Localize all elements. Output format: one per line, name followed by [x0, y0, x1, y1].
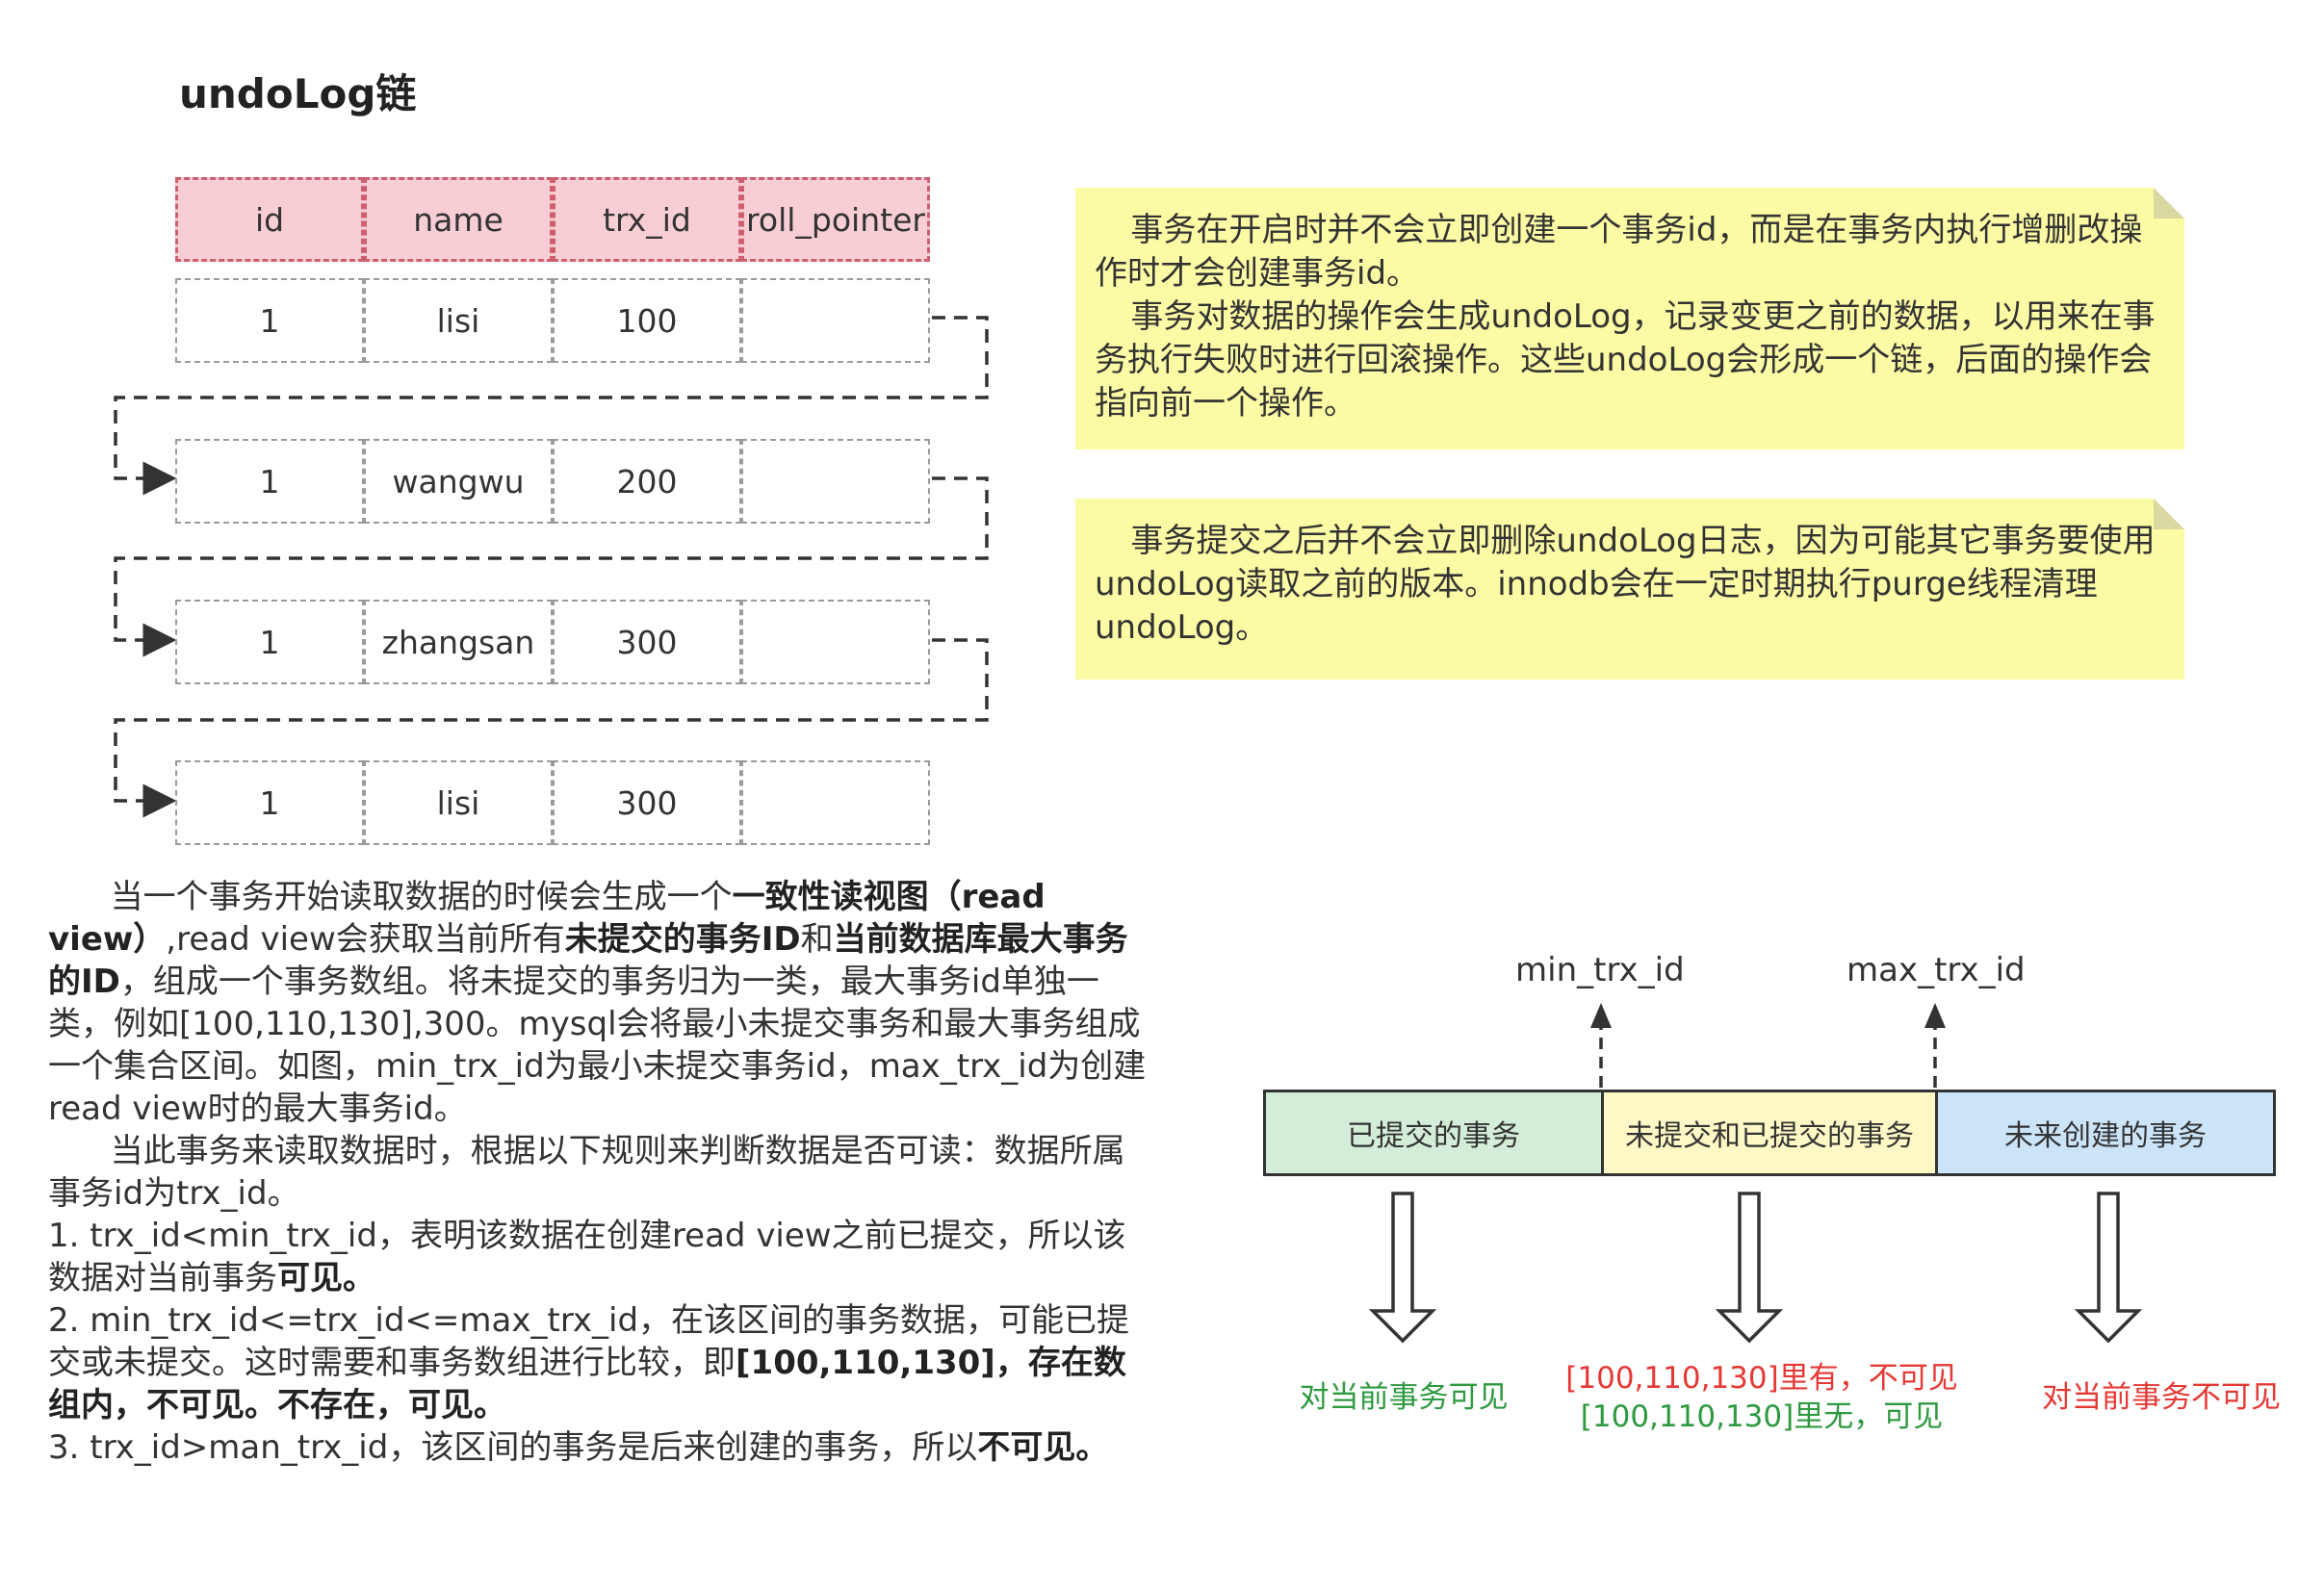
rule-bold: 不可见。 — [977, 1428, 1109, 1467]
para-rules-intro: 当此事务来读取数据时，根据以下规则来判断数据是否可读：数据所属事务id为trx_… — [48, 1132, 1125, 1213]
note-fold-corner — [2154, 499, 2184, 529]
para-text: 当一个事务开始读取数据的时候会生成一个 — [110, 878, 733, 916]
row4-name: lisi — [364, 760, 553, 845]
row3-trx-id: 300 — [553, 600, 741, 684]
segment-future: 未来创建的事务 — [1935, 1090, 2276, 1176]
rule-bold: 可见。 — [277, 1259, 375, 1297]
row4-roll-pointer — [741, 760, 930, 845]
row4-trx-id: 300 — [553, 760, 741, 845]
row1-id: 1 — [175, 278, 364, 363]
segment-committed: 已提交的事务 — [1263, 1090, 1604, 1176]
row3-id: 1 — [175, 600, 364, 684]
rule-1: 1. trx_id<min_trx_id，表明该数据在创建read view之前… — [48, 1215, 1155, 1299]
min-trx-id-label: min_trx_id — [1515, 951, 1685, 989]
down-arrow-left — [1368, 1192, 1437, 1344]
read-view-explanation: 当一个事务开始读取数据的时候会生成一个一致性读视图（read view）,rea… — [48, 876, 1155, 1469]
row1-trx-id: 100 — [553, 278, 741, 363]
header-trx-id: trx_id — [553, 177, 741, 262]
max-trx-id-label: max_trx_id — [1846, 951, 2026, 989]
segment-uncommitted-and-committed: 未提交和已提交的事务 — [1601, 1090, 1938, 1176]
row3-roll-pointer — [741, 600, 930, 684]
note-undolog-creation: 事务在开启时并不会立即创建一个事务id，而是在事务内执行增删改操作时才会创建事务… — [1075, 188, 2184, 449]
row2-roll-pointer — [741, 439, 930, 524]
para-bold: 未提交的事务ID — [564, 920, 801, 959]
chain-link-1 — [114, 316, 989, 496]
rule-text: 3. trx_id>man_trx_id，该区间的事务是后来创建的事务，所以 — [48, 1428, 978, 1467]
header-roll-pointer: roll_pointer — [741, 177, 930, 262]
para-bold: 当前数据库最大事务的ID — [48, 920, 1128, 1001]
row3-name: zhangsan — [364, 600, 553, 684]
para-bold: 一致性读视图（read view） — [48, 878, 1046, 959]
row4-id: 1 — [175, 760, 364, 845]
header-name: name — [364, 177, 553, 262]
min-pointer-head — [1590, 1003, 1612, 1028]
note-undolog-purge: 事务提交之后并不会立即删除undoLog日志，因为可能其它事务要使用undoLo… — [1075, 499, 2184, 680]
para-text: ，组成一个事务数组。将未提交的事务归为一类，最大事务id单独一类，例如[100,… — [48, 962, 1147, 1128]
max-pointer-head — [1924, 1003, 1946, 1028]
para-read-view: 当一个事务开始读取数据的时候会生成一个一致性读视图（read view）,rea… — [48, 876, 1155, 1130]
row2-name: wangwu — [364, 439, 553, 524]
result-invisible: 对当前事务不可见 — [2042, 1380, 2281, 1415]
rule-3: 3. trx_id>man_trx_id，该区间的事务是后来创建的事务，所以不可… — [48, 1426, 1155, 1469]
note1-line1: 事务在开启时并不会立即创建一个事务id，而是在事务内执行增删改操作时才会创建事务… — [1095, 211, 2143, 293]
para-text: ,read view会获取当前所有 — [166, 920, 565, 959]
note-fold-corner — [2154, 188, 2184, 218]
result-mid-line1: [100,110,130]里有，不可见 — [1565, 1361, 1958, 1396]
note1-line2: 事务对数据的操作会生成undoLog，记录变更之前的数据，以用来在事务执行失败时… — [1095, 297, 2156, 423]
result-mid: [100,110,130]里有，不可见 [100,110,130]里无，可见 — [1560, 1359, 1964, 1436]
result-visible: 对当前事务可见 — [1299, 1380, 1509, 1415]
rule-text: 2. min_trx_id<=trx_id<=max_trx_id，在该区间的事… — [48, 1301, 1130, 1382]
page-title: undoLog链 — [179, 70, 417, 117]
row1-name: lisi — [364, 278, 553, 363]
rule-text: 1. trx_id<min_trx_id，表明该数据在创建read view之前… — [48, 1217, 1126, 1297]
row2-id: 1 — [175, 439, 364, 524]
para-text: 和 — [800, 920, 834, 959]
chain-link-3 — [114, 638, 989, 818]
rule-2: 2. min_trx_id<=trx_id<=max_trx_id，在该区间的事… — [48, 1299, 1155, 1426]
note2-line1: 事务提交之后并不会立即删除undoLog日志，因为可能其它事务要使用undoLo… — [1095, 522, 2156, 647]
down-arrow-mid — [1715, 1192, 1784, 1344]
row2-trx-id: 200 — [553, 439, 741, 524]
row1-roll-pointer — [741, 278, 930, 363]
result-mid-line2: [100,110,130]里无，可见 — [1580, 1399, 1944, 1434]
rule-bold: [100,110,130]，存在数组内，不可见。不存在，可见。 — [48, 1344, 1126, 1424]
down-arrow-right — [2074, 1192, 2143, 1344]
chain-link-2 — [114, 476, 989, 657]
header-id: id — [175, 177, 364, 262]
